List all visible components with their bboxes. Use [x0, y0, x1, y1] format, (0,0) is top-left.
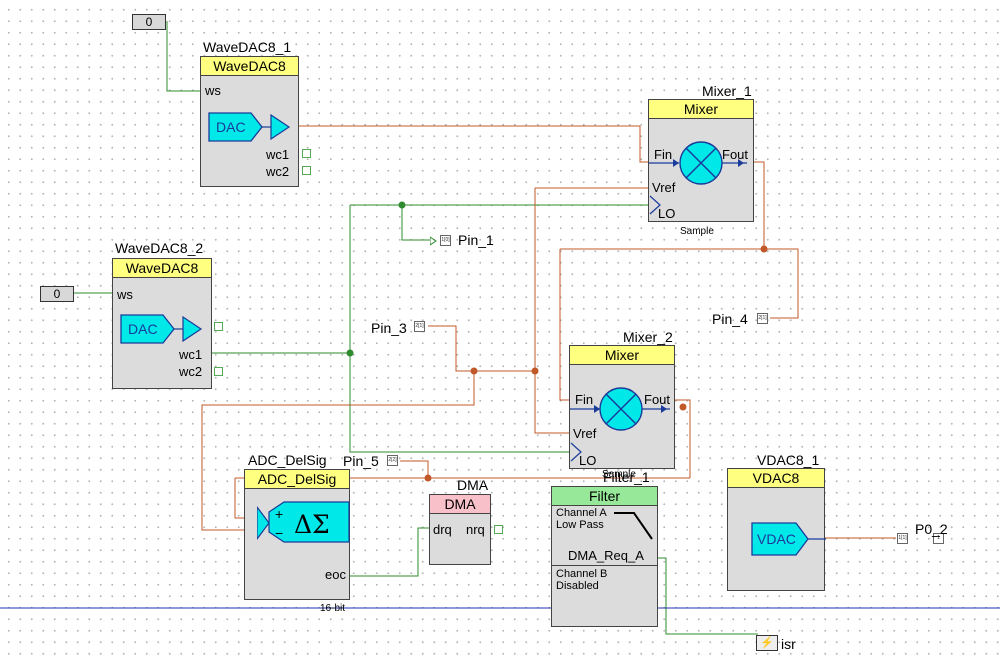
filter-component[interactable]: Filter Channel A Low Pass DMA_Req_A Chan… — [551, 486, 658, 627]
component-instance-label: ADC_DelSig — [248, 452, 327, 468]
port-drq: drq — [433, 522, 452, 537]
port-wc2: wc2 — [179, 364, 203, 379]
component-instance-label: DMA — [457, 477, 489, 493]
wavedac8-1-component[interactable]: WaveDAC8 ws DAC wc1 wc2 — [200, 56, 299, 187]
component-type-header: Mixer — [649, 100, 753, 119]
port-ws: ws — [117, 287, 133, 302]
isr-label[interactable]: isr — [781, 636, 796, 652]
port-nrq: nrq — [466, 522, 485, 537]
component-instance-label: WaveDAC8_2 — [115, 240, 204, 256]
dac-text: DAC — [216, 119, 246, 135]
component-type-header: WaveDAC8 — [201, 57, 298, 76]
pin-label[interactable]: Pin_4 — [712, 311, 748, 327]
pin-number: 1[1] — [897, 533, 908, 544]
port-lo: LO — [658, 206, 676, 221]
resolution-label: 16-bit — [320, 603, 346, 614]
pin-number: 1 — [933, 533, 944, 544]
port-wc1: wc1 — [266, 147, 290, 162]
channel-b-state: Disabled — [556, 580, 599, 592]
constant-source[interactable]: 0 — [132, 14, 166, 30]
terminal-nrq[interactable] — [494, 525, 503, 534]
component-type-header: DMA — [430, 495, 490, 514]
mixer-mode-label: Sample — [602, 469, 636, 480]
amplifier-icon — [182, 315, 203, 343]
minus-sign: − — [275, 525, 283, 541]
component-instance-label: WaveDAC8_1 — [203, 39, 292, 55]
channel-b-label: Channel B — [556, 568, 608, 580]
terminal-wc2[interactable] — [302, 166, 311, 175]
vdac-text: VDAC — [757, 531, 796, 547]
mixer-symbol — [649, 141, 747, 215]
pin-label[interactable]: P0_2 — [915, 521, 948, 537]
pin-number: 2[2] — [387, 455, 398, 466]
port-eoc: eoc — [325, 567, 346, 582]
channel-a-label: Channel A — [556, 507, 607, 519]
port-fout: Fout — [644, 392, 671, 407]
terminal-out[interactable] — [214, 322, 223, 331]
dac-text: DAC — [128, 321, 158, 337]
mixer-1-component[interactable]: Mixer Fin Fout Vref LO Sample — [648, 99, 754, 237]
pin-label[interactable]: Pin_1 — [458, 232, 494, 248]
lightning-icon[interactable]: ⚡ — [756, 635, 778, 651]
component-type-header: WaveDAC8 — [113, 259, 211, 278]
port-vref: Vref — [573, 426, 597, 441]
component-instance-label: VDAC8_1 — [757, 452, 820, 468]
delta-sigma-text: ΔΣ — [294, 510, 330, 539]
pin-number: 2[1] — [757, 313, 768, 324]
component-type-header: VDAC8 — [728, 469, 824, 488]
component-type-header: Filter — [552, 487, 657, 506]
component-type-header: ADC_DelSig — [245, 470, 349, 489]
port-ws: ws — [205, 83, 221, 98]
vdac8-component[interactable]: VDAC8 VDAC — [727, 468, 826, 591]
output-pin-icon — [430, 236, 437, 246]
mixer-symbol — [570, 387, 670, 462]
mixer-mode-label: Sample — [680, 226, 714, 237]
plus-sign: + — [275, 506, 283, 522]
port-fin: Fin — [575, 392, 594, 407]
pin-label[interactable]: Pin_3 — [371, 320, 407, 336]
dac-symbol: DAC — [120, 314, 203, 344]
dma-component[interactable]: DMA drq nrq — [429, 494, 491, 565]
mixer-2-component[interactable]: Mixer Fin Fout Vref LO Sample — [569, 345, 675, 480]
constant-source[interactable]: 0 — [40, 286, 74, 302]
port-fout: Fout — [722, 147, 749, 162]
component-instance-label: Filter_1 — [603, 469, 650, 485]
component-instance-label: Mixer_2 — [623, 329, 673, 345]
pin-number: 1[0] — [440, 235, 451, 246]
port-fin: Fin — [654, 147, 673, 162]
port-wc2: wc2 — [266, 164, 290, 179]
amplifier-icon — [270, 113, 291, 141]
channel-a-type: Low Pass — [556, 519, 604, 531]
component-instance-label: Mixer_1 — [702, 83, 752, 99]
filter-divider — [552, 565, 657, 566]
adc-delsig-component[interactable]: ADC_DelSig + − ΔΣ eoc — [244, 469, 350, 600]
port-wc1: wc1 — [179, 347, 203, 362]
terminal-wc1[interactable] — [302, 149, 311, 158]
terminal-wc2[interactable] — [214, 367, 223, 376]
pin-number: 2[1] — [414, 321, 425, 332]
vdac-symbol: VDAC — [751, 522, 826, 556]
port-dma-req: DMA_Req_A — [568, 548, 644, 563]
port-vref: Vref — [652, 180, 676, 195]
pin-label[interactable]: Pin_5 — [343, 453, 379, 469]
port-lo: LO — [579, 453, 597, 468]
dac-symbol: DAC — [208, 112, 291, 142]
amplifier-icon — [257, 506, 270, 540]
delta-sigma-symbol: + − ΔΣ — [257, 501, 350, 543]
lowpass-curve-icon — [614, 512, 653, 540]
wavedac8-2-component[interactable]: WaveDAC8 ws DAC wc1 wc2 — [112, 258, 212, 389]
component-type-header: Mixer — [570, 346, 674, 365]
